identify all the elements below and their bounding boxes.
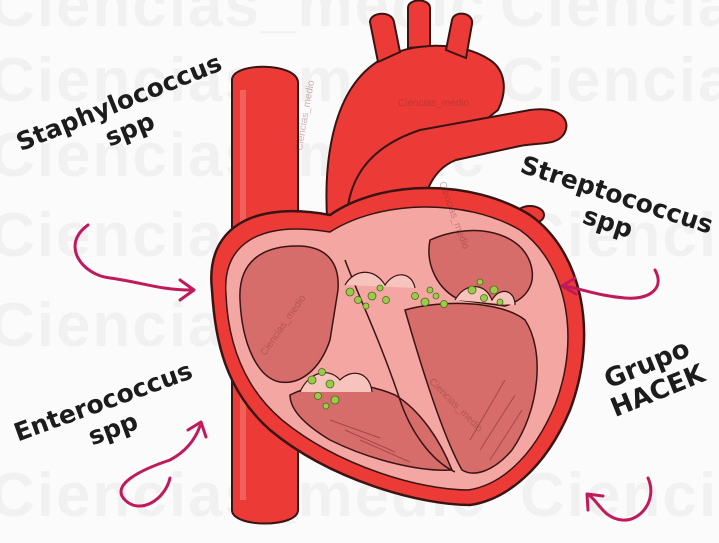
- watermark-small: Ciencias_medio: [398, 98, 469, 109]
- arrow-hacek: [590, 478, 651, 520]
- arrow-staphylococcus: [75, 225, 190, 290]
- arrow-enterococcus: [121, 426, 200, 506]
- aorta-branch: [408, 1, 430, 49]
- aorta-branch: [370, 14, 400, 62]
